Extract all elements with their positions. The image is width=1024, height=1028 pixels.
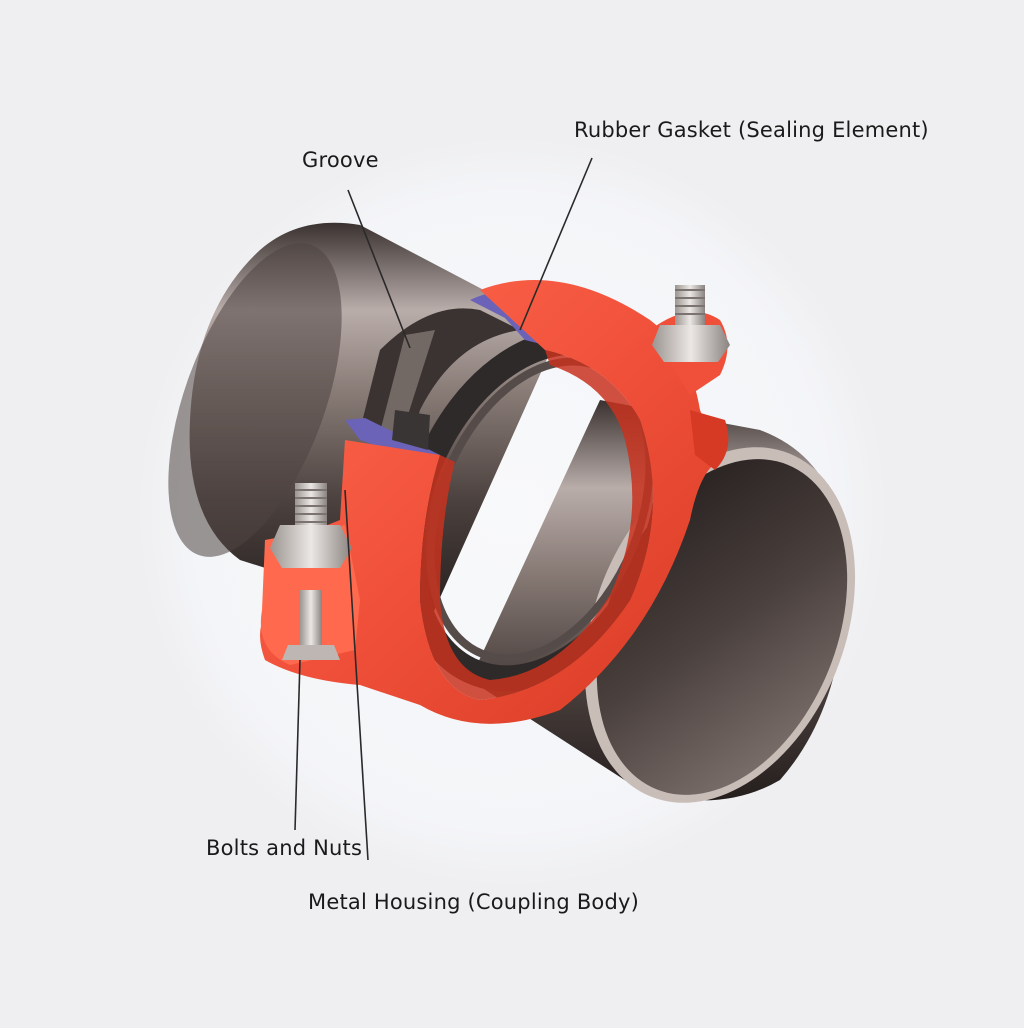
label-groove: Groove [302, 148, 379, 172]
leader-line-bolts [294, 659, 301, 831]
bolt-lower-left [270, 483, 352, 660]
leader-line-groove [347, 189, 411, 349]
bolt-upper-right [652, 285, 730, 362]
label-bolts-and-nuts: Bolts and Nuts [206, 836, 363, 860]
leader-line-gasket [519, 157, 593, 331]
leader-line-housing [344, 489, 369, 861]
label-metal-housing: Metal Housing (Coupling Body) [308, 890, 640, 914]
label-rubber-gasket: Rubber Gasket (Sealing Element) [574, 118, 929, 142]
